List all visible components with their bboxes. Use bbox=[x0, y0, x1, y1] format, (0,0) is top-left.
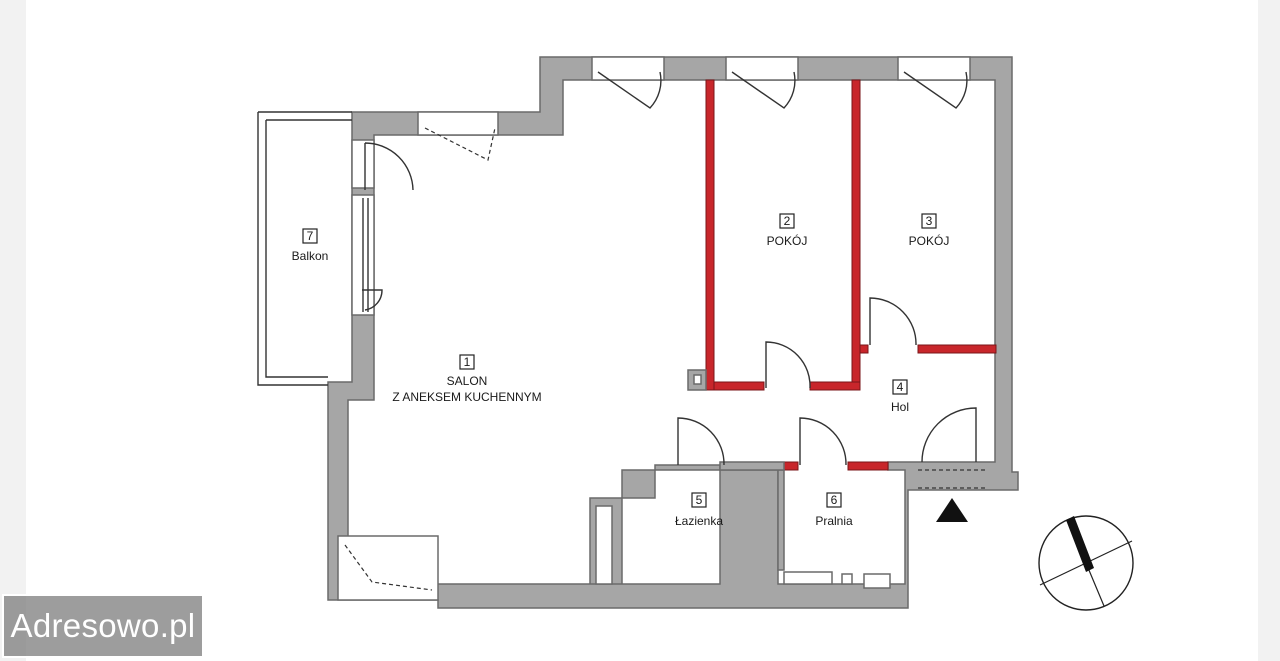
svg-text:POKÓJ: POKÓJ bbox=[909, 233, 950, 248]
svg-text:POKÓJ: POKÓJ bbox=[767, 233, 808, 248]
balcony-outline bbox=[257, 111, 352, 386]
svg-text:6: 6 bbox=[831, 493, 838, 507]
partition-room-2-left bbox=[705, 79, 715, 391]
svg-text:4: 4 bbox=[897, 380, 904, 394]
svg-text:3: 3 bbox=[926, 214, 933, 228]
room-2-door bbox=[765, 341, 811, 389]
svg-text:2: 2 bbox=[784, 214, 791, 228]
room-label-5: 5 Łazienka bbox=[675, 492, 723, 528]
svg-text:Łazienka: Łazienka bbox=[675, 514, 723, 528]
svg-text:7: 7 bbox=[307, 229, 314, 243]
living-window-swing bbox=[424, 127, 496, 161]
svg-text:Z ANEKSEM KUCHENNYM: Z ANEKSEM KUCHENNYM bbox=[392, 390, 541, 404]
svg-text:Pralnia: Pralnia bbox=[815, 514, 853, 528]
room-label-2: 2 POKÓJ bbox=[767, 213, 808, 248]
living-window bbox=[417, 111, 499, 136]
svg-text:5: 5 bbox=[696, 493, 703, 507]
room-label-3: 3 POKÓJ bbox=[909, 213, 950, 248]
room-label-6: 6 Pralnia bbox=[815, 492, 853, 528]
partition-room-2-bottom-left bbox=[713, 381, 765, 391]
room-label-4: 4 Hol bbox=[891, 379, 909, 414]
room-3-door bbox=[869, 297, 917, 346]
partition-room-2-bottom-right bbox=[809, 381, 861, 391]
partition-room-2-right bbox=[851, 79, 861, 391]
balcony-door-swing bbox=[364, 142, 414, 191]
partition-room-3-bottom bbox=[917, 344, 997, 354]
entrance-door bbox=[921, 407, 977, 463]
wall-bath-top bbox=[719, 461, 785, 471]
laundry-door bbox=[799, 417, 847, 466]
room-label-1: 1 SALON Z ANEKSEM KUCHENNYM bbox=[392, 354, 542, 404]
entrance-arrow-icon bbox=[936, 498, 968, 522]
watermark-logo: Adresowo.pl bbox=[2, 594, 204, 658]
partition-laundry-top bbox=[847, 461, 889, 471]
partition-room-3-stub bbox=[859, 344, 869, 354]
bathroom-door bbox=[677, 417, 725, 466]
svg-text:Hol: Hol bbox=[891, 400, 909, 414]
balcony-door-gap bbox=[351, 139, 375, 189]
room-2-window bbox=[725, 56, 799, 81]
room-3-window bbox=[897, 56, 971, 81]
laundry-fixture-2 bbox=[841, 573, 853, 585]
svg-text:SALON: SALON bbox=[447, 374, 488, 388]
corner-window bbox=[337, 535, 439, 601]
laundry-fixture-3 bbox=[863, 573, 891, 589]
wall-bath-laundry bbox=[777, 469, 785, 571]
corner-window-swing bbox=[344, 544, 433, 591]
chimney-flue bbox=[693, 374, 702, 385]
svg-text:Balkon: Balkon bbox=[292, 249, 329, 263]
room-3-window-swing bbox=[903, 71, 968, 109]
partition-bath-stub bbox=[783, 461, 799, 471]
laundry-fixture-1 bbox=[783, 571, 833, 585]
room-label-7: 7 Balkon bbox=[292, 228, 329, 263]
shaft bbox=[595, 505, 613, 585]
room-2-window-swing bbox=[731, 71, 796, 109]
svg-text:1: 1 bbox=[464, 355, 471, 369]
room-2a-window-swing bbox=[597, 71, 662, 109]
room-2a-window bbox=[591, 56, 665, 81]
balcony-small-door bbox=[362, 289, 383, 311]
north-compass-icon bbox=[1038, 515, 1134, 611]
